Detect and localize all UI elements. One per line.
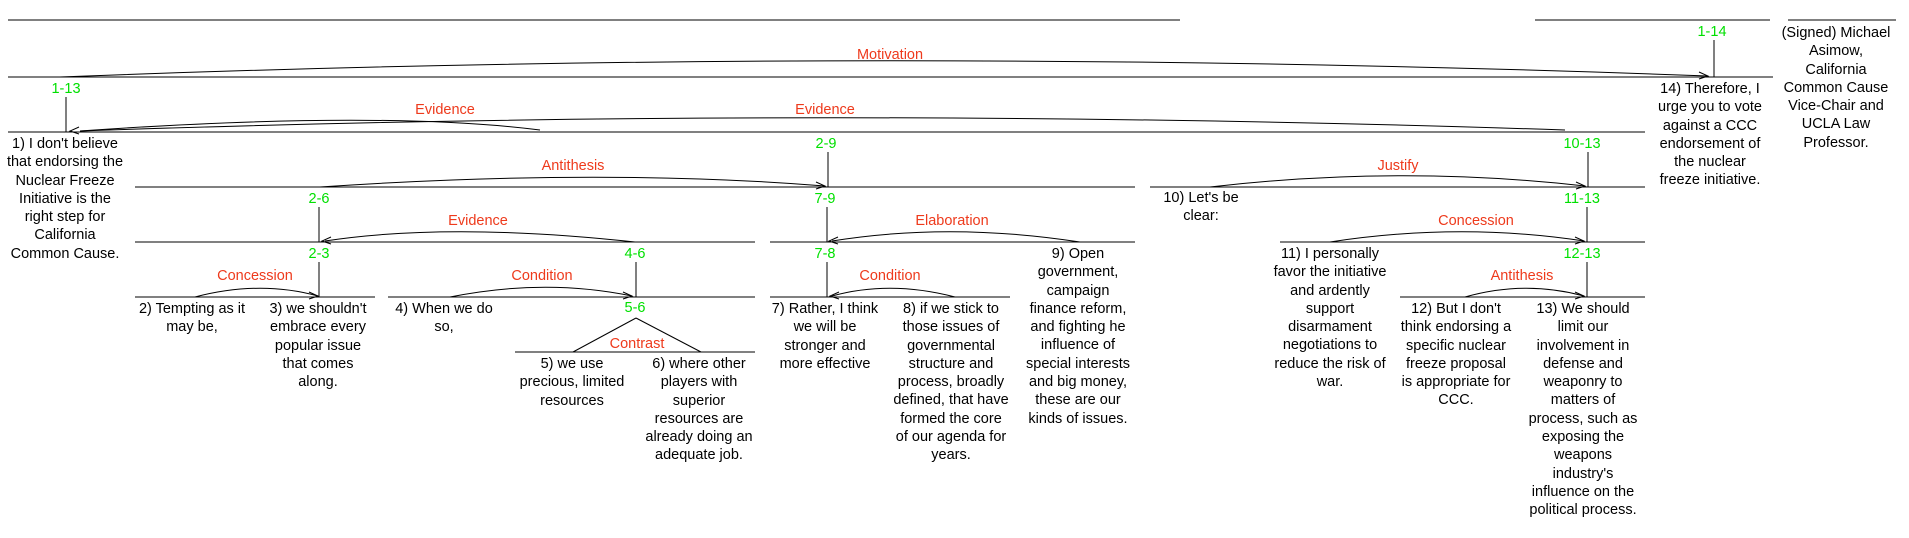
relation-evidence-2: Evidence (795, 102, 855, 118)
segment-6: 6) where other players with superior res… (645, 356, 753, 464)
segment-13: 13) We should limit our involvement in d… (1528, 301, 1638, 519)
relation-justify: Justify (1377, 158, 1419, 174)
segment-4: 4) When we do so, (395, 301, 493, 336)
arrow-concession-1 (308, 291, 320, 300)
arc-evidence-3 (324, 231, 636, 243)
arrow-antithesis-1 (815, 181, 827, 190)
span-label-10-13: 10-13 (1563, 136, 1601, 152)
arrow-concession-2 (1574, 236, 1586, 245)
relation-concession-2: Concession (1438, 213, 1514, 229)
arc-concession-1 (194, 287, 319, 298)
relation-condition-1: Condition (511, 268, 573, 284)
contrast-left (572, 317, 637, 353)
arc-justify (1209, 175, 1586, 188)
span-label-1-14: 1-14 (1697, 24, 1727, 40)
arc-elaboration (831, 231, 1081, 243)
span-label-2-6: 2-6 (308, 191, 330, 207)
relation-concession-1: Concession (217, 268, 293, 284)
span-label-2-9: 2-9 (815, 136, 837, 152)
arc-condition-1 (449, 286, 633, 298)
span-label-2-3: 2-3 (308, 246, 330, 262)
segment-9: 9) Open government, campaign finance ref… (1026, 246, 1130, 427)
contrast-right (635, 317, 702, 353)
arc-condition-2 (831, 287, 956, 298)
arc-evidence-2 (79, 117, 1566, 132)
segment-11: 11) I personally favor the initiative an… (1273, 246, 1387, 391)
arrow-justify (1575, 181, 1587, 190)
arrow-evidence (68, 126, 80, 135)
relation-antithesis-2: Antithesis (1490, 268, 1554, 284)
segment-14: 14) Therefore, I urge you to vote agains… (1658, 81, 1762, 189)
arc-antithesis-2 (1464, 287, 1585, 298)
arc-evidence-1 (79, 119, 541, 132)
segment-12: 12) But I don't think endorsing a specif… (1400, 301, 1512, 409)
relation-motivation: Motivation (856, 47, 924, 63)
span-label-5-6: 5-6 (624, 300, 646, 316)
relation-evidence-3: Evidence (448, 213, 508, 229)
arrow-antithesis-2 (1574, 291, 1586, 300)
span-label-11-13: 11-13 (1563, 191, 1600, 207)
segment-3: 3) we shouldn't embrace every popular is… (269, 301, 367, 391)
signature: (Signed) Michael Asimow, California Comm… (1781, 25, 1891, 151)
arc-concession-2 (1329, 231, 1585, 243)
arrow-condition-2 (828, 291, 840, 300)
arrow-motivation (1698, 71, 1710, 80)
arrow-condition-1 (622, 291, 634, 300)
span-label-12-13: 12-13 (1563, 246, 1601, 262)
arc-antithesis-1 (319, 176, 826, 188)
span-label-7-8: 7-8 (814, 246, 836, 262)
segment-2: 2) Tempting as it may be, (138, 301, 246, 336)
relation-antithesis-1: Antithesis (541, 158, 605, 174)
arrow-evidence-3 (320, 236, 332, 245)
segment-7: 7) Rather, I think we will be stronger a… (771, 301, 879, 372)
segment-1: 1) I don't believe that endorsing the Nu… (6, 136, 124, 262)
relation-elaboration: Elaboration (915, 213, 989, 229)
relation-contrast: Contrast (609, 336, 665, 352)
span-label-7-9: 7-9 (814, 191, 836, 207)
span-label-1-13: 1-13 (51, 81, 81, 97)
relation-condition-2: Condition (859, 268, 921, 284)
segment-5: 5) we use precious, limited resources (519, 356, 625, 409)
arc-motivation (59, 60, 1709, 78)
arrow-elaboration (827, 236, 839, 245)
span-label-4-6: 4-6 (624, 246, 646, 262)
relation-evidence-1: Evidence (415, 102, 475, 118)
segment-8: 8) if we stick to those issues of govern… (893, 301, 1009, 464)
segment-10: 10) Let's be clear: (1163, 190, 1239, 225)
